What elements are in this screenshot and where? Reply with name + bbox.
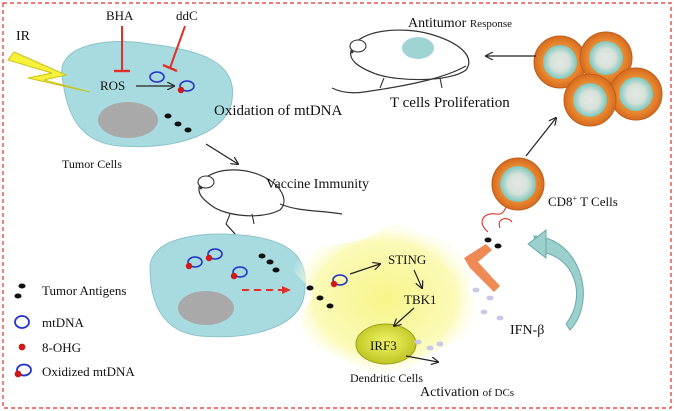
antitumor-response-label: Antitumor Response bbox=[408, 16, 512, 31]
arrow-to-proliferation bbox=[525, 118, 556, 157]
oxidized-mtdna-icon bbox=[205, 248, 223, 262]
tumor-antigen-dot bbox=[306, 285, 314, 291]
legend-label: 8-OHG bbox=[42, 340, 81, 355]
ifn-dot bbox=[472, 287, 480, 293]
legend: Tumor Antigens mtDNA 8-OHG Oxidized mtDN… bbox=[14, 283, 135, 379]
ddc-inhibit-bar bbox=[162, 63, 178, 73]
tumor-antigen-dot bbox=[266, 259, 274, 265]
tumor-antigen-dot bbox=[272, 267, 280, 273]
tumor-antigen-icon bbox=[18, 283, 26, 289]
legend-label: mtDNA bbox=[42, 315, 85, 330]
legend-item-tumor-antigens: Tumor Antigens bbox=[14, 283, 126, 299]
t-cells-proliferation-label: T cells Proliferation bbox=[390, 95, 510, 111]
legend-label: Oxidized mtDNA bbox=[42, 364, 135, 379]
ifn-dot bbox=[414, 339, 422, 345]
radiation-lightning-icon bbox=[7, 51, 91, 93]
tumor-nucleus-top bbox=[98, 102, 158, 138]
ir-label: IR bbox=[16, 29, 31, 44]
tumor-antigen-dot bbox=[174, 121, 182, 127]
vaccine-mouse-icon bbox=[197, 169, 343, 225]
ddc-label: ddC bbox=[176, 8, 198, 23]
tumor-antigen-dot bbox=[494, 243, 502, 249]
dendritic-cell-body bbox=[293, 224, 478, 374]
tumor-antigen-dot bbox=[326, 303, 334, 309]
tumor-antigen-icon bbox=[14, 293, 22, 299]
ifn-feedback-arrowhead bbox=[527, 228, 547, 260]
arrow-to-sting bbox=[349, 264, 380, 275]
tumor-antigen-dot bbox=[184, 127, 192, 133]
ifn-feedback-curve bbox=[533, 235, 584, 331]
dendritic-cells-label: Dendritic Cells bbox=[350, 371, 423, 385]
tumor-antigen-dot bbox=[484, 237, 492, 243]
tumor-cells-label: Tumor Cells bbox=[62, 157, 122, 171]
legend-label: Tumor Antigens bbox=[42, 283, 126, 298]
dc-receptor-icon bbox=[464, 244, 500, 292]
mtdna-icon bbox=[149, 71, 165, 83]
arrow-irf3-out bbox=[405, 355, 438, 362]
mtdna-icon bbox=[14, 315, 30, 329]
dc-nucleus bbox=[355, 323, 417, 365]
legend-item-oxidized-mtdna: Oxidized mtDNA bbox=[14, 363, 135, 379]
activation-label: Activation of DCs bbox=[420, 385, 514, 400]
8-ohg-icon bbox=[18, 343, 26, 351]
bha-label: BHA bbox=[106, 8, 134, 23]
legend-item-mtdna: mtDNA bbox=[14, 315, 85, 330]
ifn-dot bbox=[436, 341, 444, 347]
antitumor-mouse-icon bbox=[331, 29, 470, 94]
arrow-to-tbk1 bbox=[413, 269, 422, 288]
tumor-antigen-dot bbox=[164, 113, 172, 119]
irf3-label: IRF3 bbox=[370, 338, 397, 353]
ifn-dot bbox=[496, 315, 504, 321]
oxidized-mtdna-icon bbox=[16, 363, 32, 377]
oxidized-mtdna-icon bbox=[230, 266, 248, 280]
ifn-dot bbox=[480, 309, 488, 315]
oxidation-label: Oxidation of mtDNA bbox=[214, 103, 342, 119]
vaccine-immunity-label: Vaccine Immunity bbox=[266, 177, 369, 192]
sting-label: STING bbox=[388, 252, 426, 267]
tbk1-label: TBK1 bbox=[404, 292, 437, 307]
tumor-cell-bottom bbox=[149, 233, 306, 338]
arrow-to-vaccine bbox=[205, 143, 238, 164]
oxidized-mtdna-icon bbox=[179, 80, 195, 92]
cd8-t-cells-label: CD8+ T Cells bbox=[548, 194, 618, 209]
legend-item-8-ohg: 8-OHG bbox=[18, 340, 81, 355]
tumor-nucleus-bottom bbox=[178, 291, 234, 325]
8-ohg-dot bbox=[177, 86, 185, 94]
8-ohg-icon bbox=[14, 370, 22, 378]
ifn-dot bbox=[486, 295, 494, 301]
ifn-dot bbox=[426, 345, 434, 351]
tumor-antigen-dot bbox=[316, 295, 324, 301]
proliferating-t-cells-icon bbox=[533, 31, 663, 127]
ifn-beta-label: IFN-β bbox=[510, 323, 544, 338]
cd8-t-cell-icon bbox=[481, 157, 545, 233]
oxidized-mtdna-icon bbox=[185, 256, 203, 270]
ros-label: ROS bbox=[100, 78, 125, 93]
tumor-antigen-dot bbox=[258, 253, 266, 259]
arrow-to-irf3 bbox=[394, 307, 415, 326]
oxidized-mtdna-icon bbox=[330, 274, 348, 288]
ddc-inhibit-line bbox=[169, 25, 186, 69]
